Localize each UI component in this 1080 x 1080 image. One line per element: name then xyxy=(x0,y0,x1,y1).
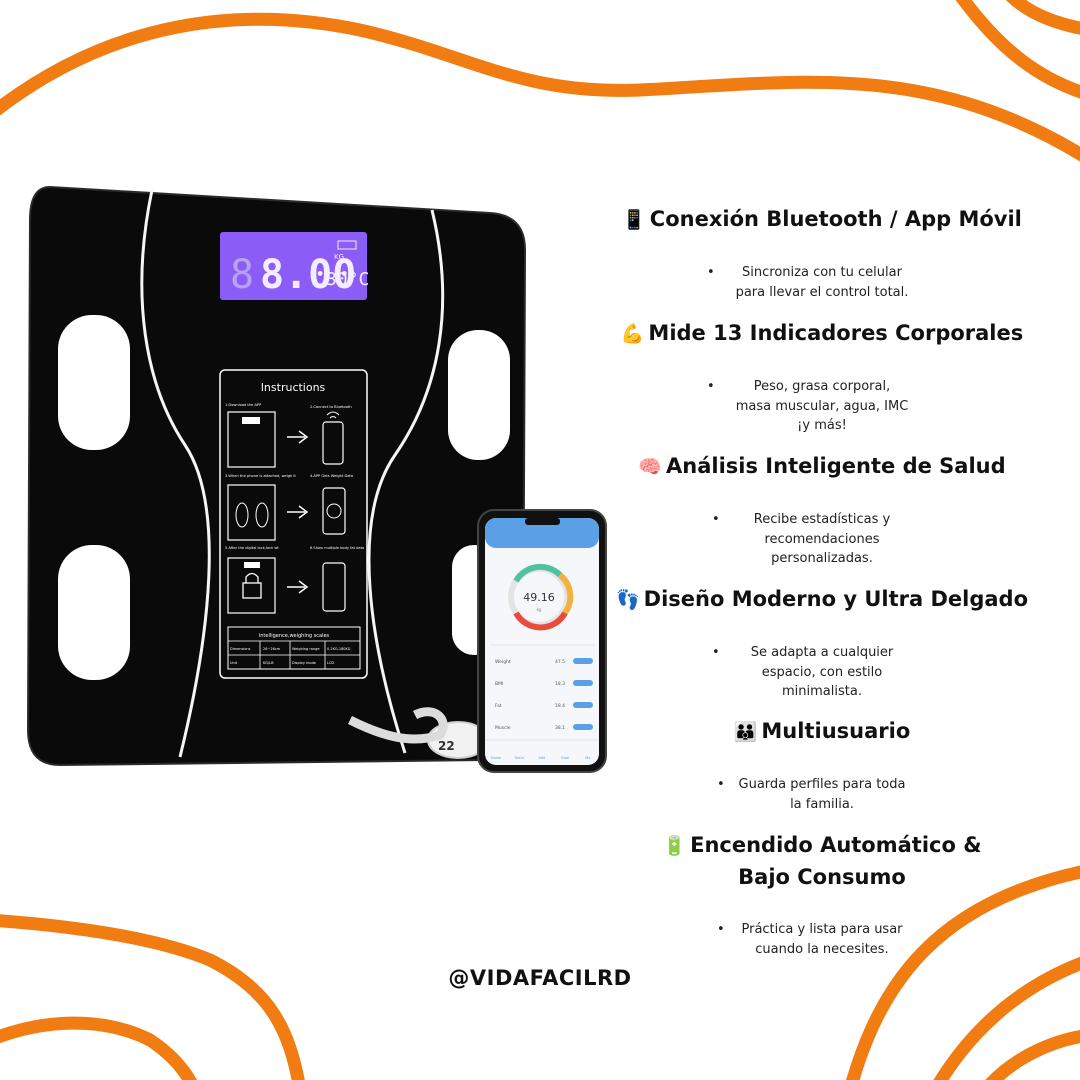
feature-description: Recibe estadísticas yrecomendacionespers… xyxy=(712,510,912,569)
social-handle: @VIDAFACILRD xyxy=(448,966,632,990)
svg-text:Home: Home xyxy=(491,756,501,760)
svg-text:Add: Add xyxy=(539,756,546,760)
feature-bluetooth: 📱Conexión Bluetooth / App Móvil Sincroni… xyxy=(612,204,1032,302)
feature-description: Peso, grasa corporal,masa muscular, agua… xyxy=(707,377,917,436)
footprints-icon: 👣 xyxy=(615,589,640,611)
feature-title: 🔋Encendido Automático &Bajo Consumo xyxy=(662,833,982,889)
svg-text:Dimensions: Dimensions xyxy=(230,647,251,651)
svg-text:22: 22 xyxy=(438,739,455,753)
flexed-biceps-icon: 💪 xyxy=(620,323,645,345)
scale-display-temperature: 30°C xyxy=(326,269,369,290)
svg-text:1.Download the APP: 1.Download the APP xyxy=(225,403,262,407)
feature-auto-power: 🔋Encendido Automático &Bajo Consumo Prác… xyxy=(612,830,1032,959)
svg-text:KG/LB: KG/LB xyxy=(263,661,274,665)
battery-icon: 🔋 xyxy=(662,835,687,857)
svg-text:0.2KG-180KG: 0.2KG-180KG xyxy=(327,647,351,651)
phone-reading: 49.16 xyxy=(523,591,555,604)
feature-health-analysis: 🧠Análisis Inteligente de Salud Recibe es… xyxy=(612,451,1032,569)
svg-text:Unit: Unit xyxy=(230,661,238,665)
svg-text:Display mode: Display mode xyxy=(292,661,316,665)
svg-text:5.After the digital lock,lock: 5.After the digital lock,lock wt xyxy=(225,546,279,550)
feature-title: 🧠Análisis Inteligente de Salud xyxy=(638,454,1006,478)
svg-text:8: 8 xyxy=(230,252,254,298)
smartphone: 49.16 kg Weight 47.5 BMI 18.3 Fat 18.4 M… xyxy=(477,509,607,773)
svg-text:LCD: LCD xyxy=(327,661,334,665)
feature-modern-design: 👣Diseño Moderno y Ultra Delgado Se adapt… xyxy=(612,584,1032,702)
svg-text:intelligence,weighing scales: intelligence,weighing scales xyxy=(259,633,330,639)
feature-title: 👪Multiusuario xyxy=(733,719,911,743)
feature-title: 📱Conexión Bluetooth / App Móvil xyxy=(622,207,1022,231)
svg-text:6.Show multiple body fat data: 6.Show multiple body fat data xyxy=(310,546,364,550)
svg-text:Fat: Fat xyxy=(495,703,502,709)
instructions-panel xyxy=(219,369,368,679)
svg-text:38.1: 38.1 xyxy=(555,725,565,731)
svg-text:Goal: Goal xyxy=(561,756,569,760)
mobile-phone-icon: 📱 xyxy=(622,209,646,231)
feature-multiuser: 👪Multiusuario Guarda perfiles para todal… xyxy=(612,716,1032,814)
svg-text:Trend: Trend xyxy=(513,756,524,760)
svg-text:4.APP Gets Weight Data: 4.APP Gets Weight Data xyxy=(310,474,353,478)
svg-text:2.Connect to Bluetooth: 2.Connect to Bluetooth xyxy=(310,405,352,409)
brain-icon: 🧠 xyxy=(638,456,663,478)
scale-lcd-display xyxy=(220,232,367,300)
svg-text:BMI: BMI xyxy=(495,681,503,687)
svg-text:26~26cm: 26~26cm xyxy=(263,647,281,651)
feature-title: 👣Diseño Moderno y Ultra Delgado xyxy=(615,587,1029,611)
scale-product-image: 8.00 8 KG 30°C Instructions 1.Download t… xyxy=(26,185,607,773)
family-icon: 👪 xyxy=(733,721,758,743)
svg-text:3.When the phone is attached,: 3.When the phone is attached, weigh it xyxy=(225,474,296,478)
scale-display-reading: 8.00 xyxy=(260,252,356,298)
feature-title: 💪Mide 13 Indicadores Corporales xyxy=(620,321,1024,345)
svg-text:18.3: 18.3 xyxy=(555,681,565,687)
instructions-title: Instructions xyxy=(261,381,326,394)
svg-text:18.4: 18.4 xyxy=(555,703,565,709)
svg-text:47.5: 47.5 xyxy=(555,659,565,665)
scale-display-unit: KG xyxy=(334,253,344,261)
svg-text:Me: Me xyxy=(585,756,590,760)
svg-text:Weighing range: Weighing range xyxy=(292,647,320,651)
feature-body-indicators: 💪Mide 13 Indicadores Corporales Peso, gr… xyxy=(612,318,1032,436)
svg-text:Weight: Weight xyxy=(495,659,511,665)
svg-text:Muscle: Muscle xyxy=(495,725,511,731)
svg-text:kg: kg xyxy=(537,607,542,612)
